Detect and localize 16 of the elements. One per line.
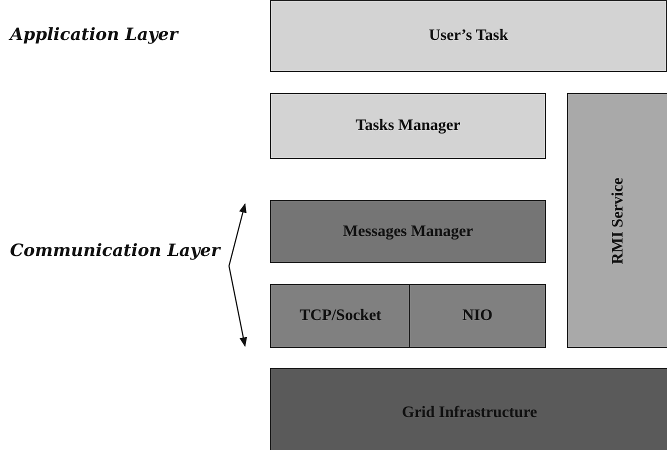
layer-label: Communication Layer [10, 240, 220, 263]
layer-box [270, 93, 546, 159]
box-label: User’s Task [428, 27, 508, 45]
layer-box [270, 368, 667, 450]
layer-label: Application Layer [10, 24, 180, 47]
box-label: RMI Service [609, 177, 627, 264]
box-label: Messages Manager [342, 222, 474, 240]
box-label: Tasks Manager [356, 117, 460, 135]
layer-box [409, 284, 546, 348]
layer-box [567, 93, 667, 348]
layer-box [270, 200, 546, 263]
box-label: TCP/Socket [300, 307, 382, 325]
box-label: NIO [462, 307, 493, 325]
box-label: Grid Infrastructure [402, 404, 538, 422]
layer-box [270, 284, 411, 348]
layer-box [270, 0, 667, 72]
